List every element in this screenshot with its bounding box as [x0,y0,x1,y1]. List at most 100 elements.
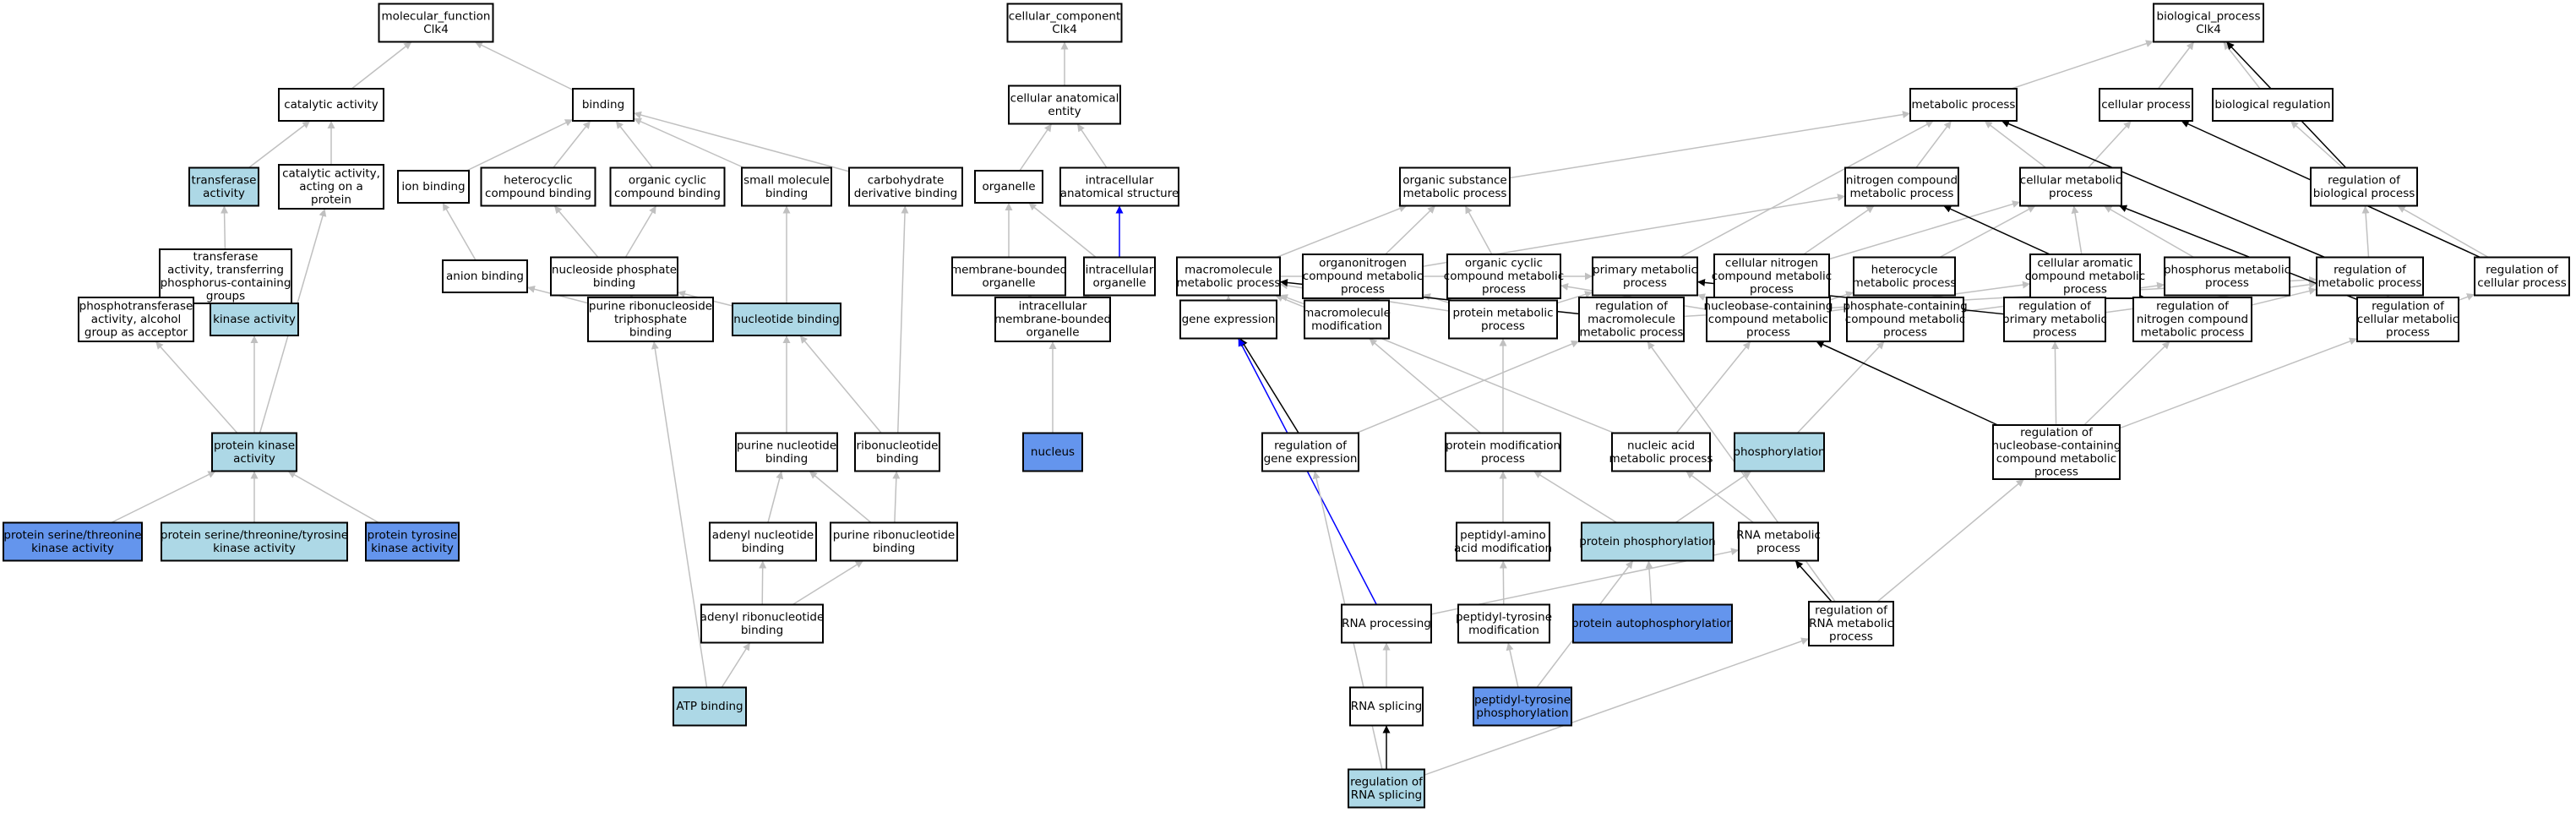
node-kinase[interactable]: kinase activity [210,303,298,335]
node-label-line: regulation of [1595,300,1669,314]
node-label-line: kinase activity [371,542,454,555]
edge-rnbc-to-rncmp [2084,341,2170,425]
node-label-line: process [2049,187,2093,200]
node-nucleotide[interactable]: nucleotide binding [732,303,841,335]
node-label-line: process [1746,326,1790,340]
node-label-line: adenyl nucleotide [712,528,814,542]
node-rnbc[interactable]: regulation ofnucleobase-containingcompou… [1992,425,2121,479]
node-nucleus[interactable]: nucleus [1023,434,1082,472]
node-organelle[interactable]: organelle [975,171,1043,203]
node-cellular[interactable]: cellular process [2099,89,2192,121]
node-binding[interactable]: binding [573,89,634,121]
node-label-line: compound binding [485,187,591,200]
node-label-line: metabolic process [1609,452,1713,466]
node-label-line: molecular_function [382,9,491,23]
edge-rcmp-to-rcp [2459,294,2475,300]
node-gene_expr[interactable]: gene expression [1180,301,1277,339]
node-ion[interactable]: ion binding [398,171,469,203]
node-label-line: heterocycle [1871,263,1938,276]
node-metabolic[interactable]: metabolic process [1910,89,2017,121]
node-rnaproc[interactable]: RNA processing [1342,605,1431,643]
node-label-line: regulation of [1815,604,1888,618]
edge-ptm-to-pam [1503,561,1504,605]
node-phosphorylation[interactable]: phosphorylation [1733,434,1825,472]
node-label-line: macromolecule [1185,263,1272,276]
node-label-line: membrane-bounded [950,263,1067,276]
node-ps_tt[interactable]: protein serine/threonine/tyrosinekinase … [161,523,348,561]
node-label-line: Clk4 [2196,23,2221,36]
node-anion[interactable]: anion binding [443,260,527,292]
edge-ribonucleotide-to-carb [898,206,906,434]
node-label-line: activity [203,187,245,200]
node-pauto[interactable]: protein autophosphorylation [1571,605,1734,643]
node-label-line: compound metabolic [1444,270,1564,283]
node-bioreg[interactable]: biological regulation [2213,89,2333,121]
node-pphos[interactable]: protein phosphorylation [1579,523,1716,561]
node-label-line: phosphorylation [1476,706,1568,720]
node-catalytic[interactable]: catalytic activity [279,89,384,121]
node-atp[interactable]: ATP binding [673,688,746,726]
node-label-line: macromolecule [1588,313,1675,326]
node-label-line: purine ribonucleoside [589,300,712,314]
node-rnasplice[interactable]: RNA splicing [1350,688,1423,726]
edge-adenyl_nuc-to-purine_nucleotide [768,472,782,523]
